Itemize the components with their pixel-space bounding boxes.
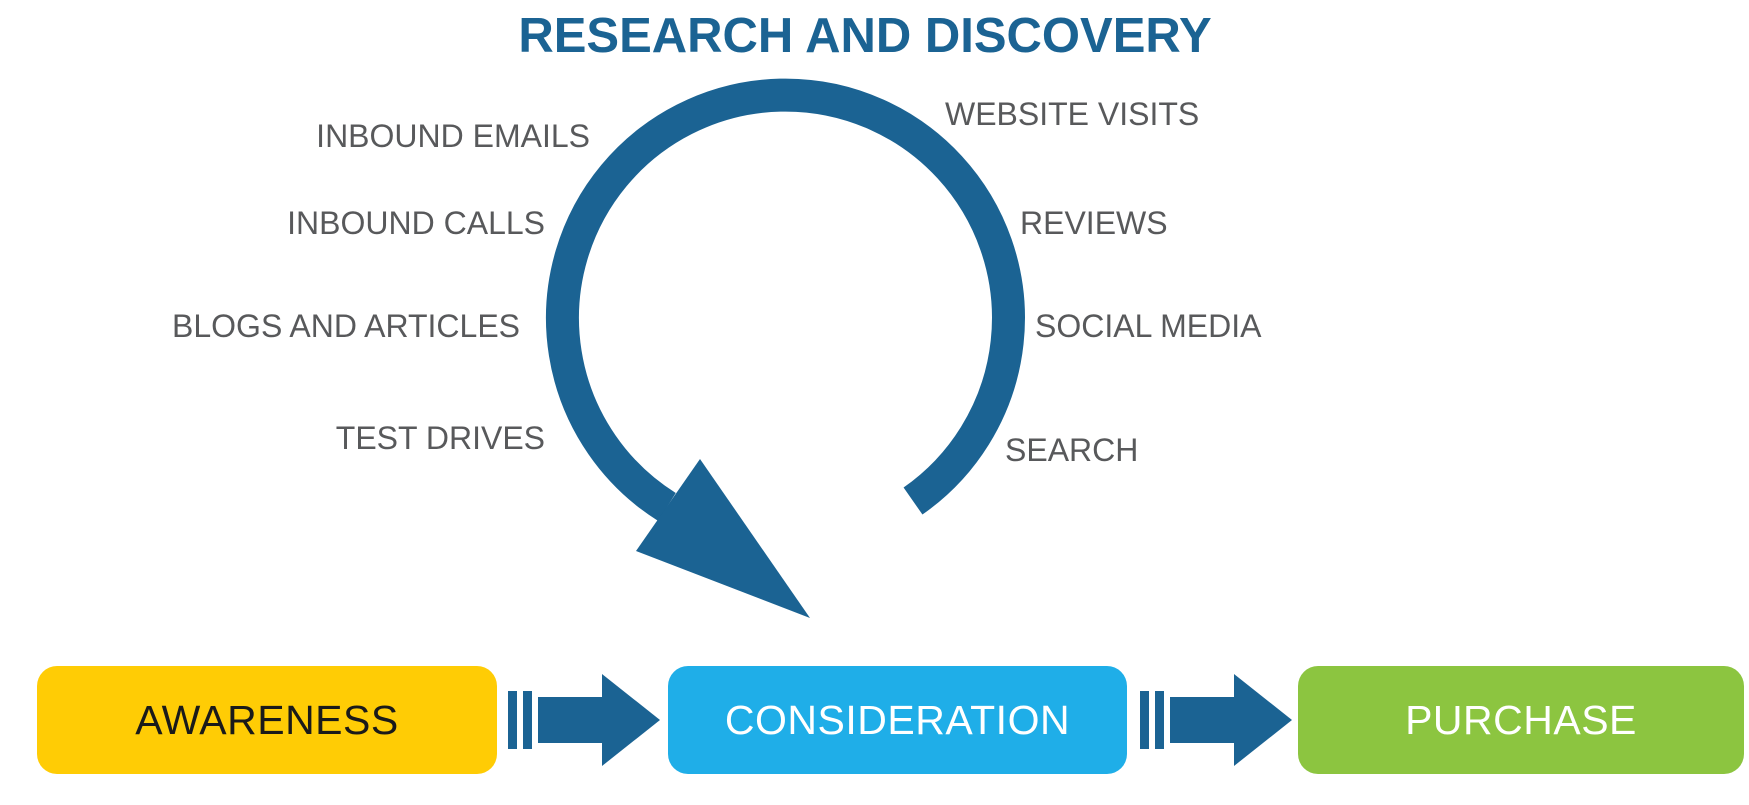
cycle-item-inbound-calls: INBOUND CALLS	[287, 205, 545, 241]
awareness-to-consideration-arrow-icon	[508, 674, 660, 766]
cycle-item-website-visits: WEBSITE VISITS	[945, 96, 1200, 132]
stage-label-consideration: CONSIDERATION	[724, 696, 1071, 743]
stage-box-consideration: CONSIDERATION	[668, 666, 1127, 774]
cycle-item-search: SEARCH	[1005, 432, 1139, 468]
stage-box-purchase: PURCHASE	[1298, 666, 1744, 774]
research-cycle-arrow	[545, 78, 1025, 618]
cycle-item-social-media: SOCIAL MEDIA	[1035, 308, 1262, 344]
consideration-to-purchase-arrow-icon	[1140, 674, 1292, 766]
cycle-arrowhead-icon	[636, 459, 810, 618]
cycle-item-reviews: REVIEWS	[1020, 205, 1168, 241]
cycle-item-test-drives: TEST DRIVES	[335, 420, 545, 456]
stage-box-awareness: AWARENESS	[37, 666, 497, 774]
cycle-item-inbound-emails: INBOUND EMAILS	[316, 118, 590, 154]
cycle-item-blogs-and-articles: BLOGS AND ARTICLES	[172, 308, 520, 344]
diagram-title: RESEARCH AND DISCOVERY	[518, 9, 1212, 63]
stage-label-purchase: PURCHASE	[1405, 696, 1637, 743]
stage-label-awareness: AWARENESS	[135, 696, 399, 743]
cycle-arc	[545, 78, 1025, 521]
